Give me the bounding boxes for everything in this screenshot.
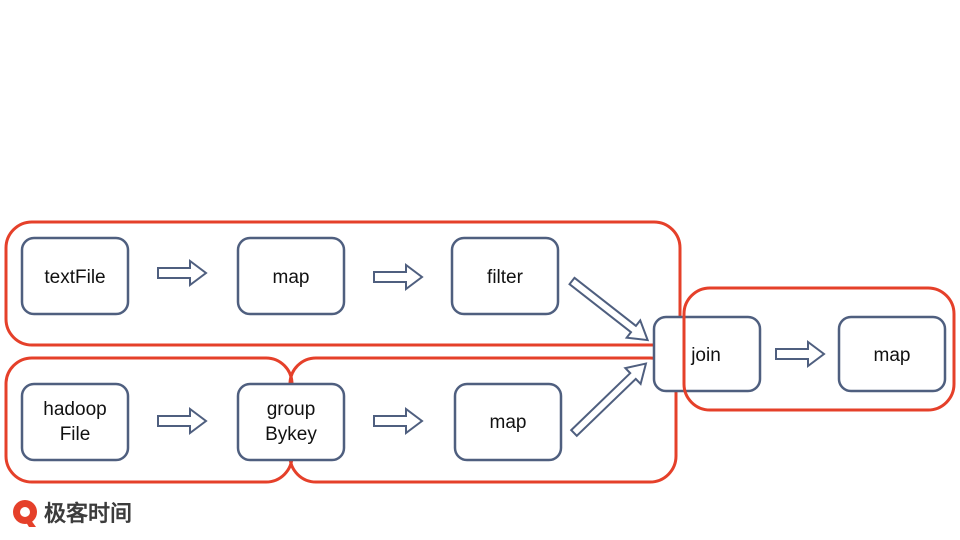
stage-top-box bbox=[4, 220, 682, 347]
node-textfile: textFile bbox=[20, 236, 130, 316]
node-map-2: map bbox=[453, 382, 563, 462]
node-map-2-label: map bbox=[490, 412, 527, 433]
arrow-map-to-filter bbox=[373, 263, 424, 291]
node-join: join bbox=[652, 315, 762, 393]
stage-join-box bbox=[682, 286, 956, 412]
node-filter: filter bbox=[450, 236, 560, 316]
geektime-logo: 极客时间 bbox=[13, 500, 132, 527]
arrow-groupbykey-to-map bbox=[373, 407, 424, 435]
arrow-textfile-to-map bbox=[157, 259, 208, 287]
node-textfile-label: textFile bbox=[44, 267, 105, 288]
node-groupbykey: group Bykey bbox=[236, 382, 346, 462]
node-hadoopfile: hadoop File bbox=[20, 382, 130, 462]
arrow-join-to-map bbox=[775, 340, 826, 368]
node-filter-label: filter bbox=[487, 267, 524, 288]
arrow-hadoopfile-to-groupbykey bbox=[157, 407, 208, 435]
node-groupbykey-label-line-1: group bbox=[267, 399, 316, 420]
arrow-map-to-join bbox=[569, 362, 648, 438]
node-map-3-label: map bbox=[874, 345, 911, 366]
geektime-logo-text: 极客时间 bbox=[44, 501, 132, 527]
node-groupbykey-label-line-2: Bykey bbox=[265, 424, 317, 445]
node-map-1: map bbox=[236, 236, 346, 316]
node-join-label: join bbox=[690, 345, 721, 366]
node-hadoopfile-label-line-2: File bbox=[60, 424, 91, 445]
node-hadoopfile-label-line-1: hadoop bbox=[43, 399, 106, 420]
arrow-filter-to-join bbox=[568, 276, 650, 342]
node-map-3: map bbox=[837, 315, 947, 393]
geektime-logo-icon bbox=[13, 500, 37, 527]
node-map-1-label: map bbox=[273, 267, 310, 288]
